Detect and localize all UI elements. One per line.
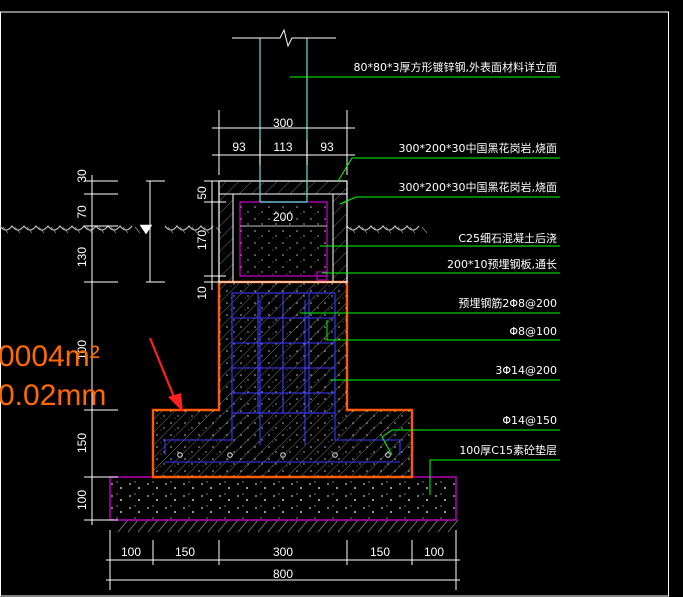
earth-hatch (117, 519, 459, 533)
annotation-steel-post: 80*80*3厚方形镀锌钢,外表面材料详立面 (354, 60, 558, 74)
break-line (232, 28, 336, 48)
left-dimension-lines (84, 175, 226, 525)
c25-concrete-core (239, 201, 328, 277)
dim-bottom-part-1: 100 (121, 545, 141, 559)
dim-top-part-1: 93 (232, 140, 246, 154)
dim-col-side-1: 50 (195, 186, 209, 200)
annotation-c25-concrete: C25细石混凝土后浇 (458, 231, 557, 245)
rebar-dots (177, 452, 391, 458)
measurement-area: 0004m² (0, 340, 100, 373)
measurement-length: 0.02mm (0, 379, 106, 412)
dim-inner-width: 200 (273, 210, 293, 224)
granite-right (332, 193, 348, 283)
ground-line (0, 225, 428, 234)
red-arrow-icon (148, 337, 183, 412)
dim-bottom-part-2: 150 (175, 545, 195, 559)
rebar-cage (164, 292, 401, 463)
annotation-embedded-rebar: 预埋钢筋2Φ8@200 (458, 296, 557, 310)
dim-top-part-3: 93 (320, 140, 334, 154)
dim-top-part-2: 113 (273, 140, 292, 154)
top-dimension-lines (212, 110, 355, 175)
dim-col-side-2: 170 (195, 230, 209, 250)
leader-lines (290, 76, 560, 495)
annotation-steel-plate: 200*10预埋钢板,通长 (447, 257, 557, 271)
granite-top (218, 180, 348, 195)
dim-bottom-part-4: 150 (370, 545, 390, 559)
annotation-granite-side: 300*200*30中国黑花岗岩,烧面 (399, 180, 557, 194)
dim-left-upper-2: 70 (75, 205, 89, 219)
dim-left-lower-2: 100 (75, 490, 89, 510)
annotation-c15-pad: 100厚C15素砼垫层 (459, 443, 557, 457)
embedded-plate (316, 271, 328, 281)
dim-top-total: 300 (273, 116, 293, 130)
granite-left (218, 193, 234, 283)
leveling-pad (109, 476, 457, 521)
dim-col-side-3: 10 (195, 286, 209, 300)
steel-post (259, 38, 308, 203)
dim-left-mid: 100 (75, 340, 89, 360)
dim-bottom-part-5: 100 (424, 545, 444, 559)
annotation-granite-top: 300*200*30中国黑花岗岩,烧面 (399, 141, 557, 155)
annotation-stirrup: Φ8@100 (509, 325, 557, 338)
dim-left-upper-1: 30 (75, 169, 89, 183)
bottom-dimension-lines (106, 530, 460, 590)
level-marker-icon (139, 224, 153, 235)
dim-bottom-total: 800 (273, 567, 293, 581)
viewport-border (0, 11, 669, 597)
annotation-base-rebar: Φ14@150 (502, 414, 557, 427)
dim-left-upper-3: 130 (75, 247, 89, 267)
dim-bottom-part-3: 300 (273, 545, 293, 559)
dim-left-lower-1: 150 (75, 433, 89, 453)
annotation-main-rebar: 3Φ14@200 (495, 364, 557, 377)
